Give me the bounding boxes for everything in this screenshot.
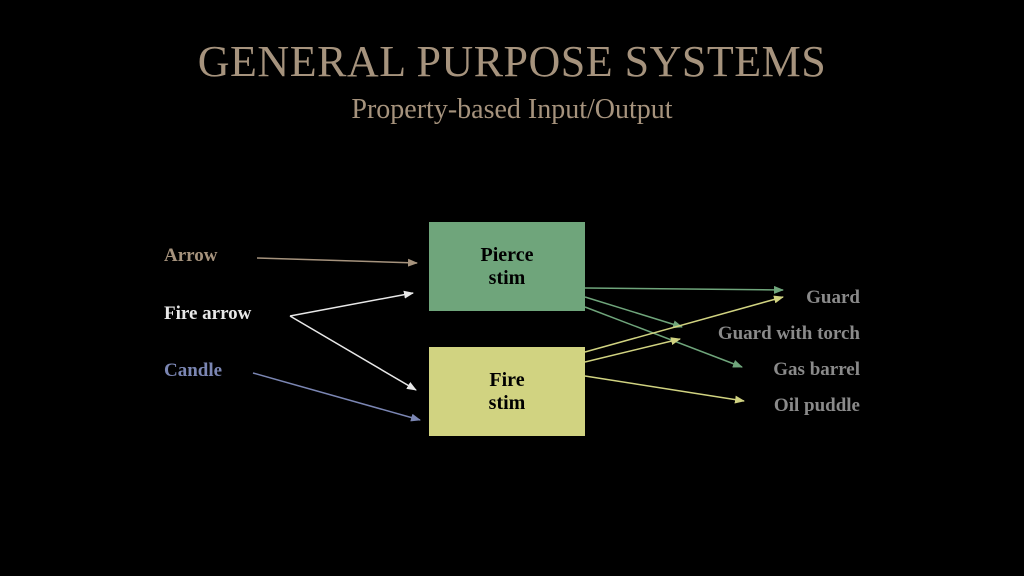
pierce-stim-label: Pierce stim <box>480 243 534 289</box>
slide-subtitle: Property-based Input/Output <box>351 94 673 125</box>
fire-arrow-to-pierce-connector <box>289 290 414 317</box>
fire-to-guard-connector <box>584 295 784 353</box>
fire-to-guard-with-torch-connector <box>584 337 681 363</box>
fire-arrow-to-fire-connector <box>289 315 417 391</box>
pierce-to-gas-barrel-connector <box>584 306 743 368</box>
output-oil-puddle-label: Oil puddle <box>773 395 860 416</box>
slide-title: GENERAL PURPOSE SYSTEMS <box>197 37 827 86</box>
output-gas-barrel-label: Gas barrel <box>773 359 860 380</box>
output-guard-label: Guard <box>806 287 860 308</box>
pierce-stim-box: Pierce stim <box>429 222 585 311</box>
candle-to-fire-connector <box>252 372 421 422</box>
input-candle-label: Candle <box>164 360 223 381</box>
arrow-to-pierce-connector <box>256 257 418 267</box>
input-fire-arrow-label: Fire arrow <box>164 303 252 324</box>
fire-to-oil-puddle-connector <box>584 375 745 404</box>
pierce-to-guard-connector <box>584 285 784 294</box>
fire-stim-label: Fire stim <box>488 368 526 414</box>
input-arrow-label: Arrow <box>164 245 218 266</box>
output-guard-with-torch-label: Guard with torch <box>717 323 860 344</box>
fire-stim-box: Fire stim <box>429 347 585 436</box>
pierce-to-guard-with-torch-connector <box>584 296 683 329</box>
